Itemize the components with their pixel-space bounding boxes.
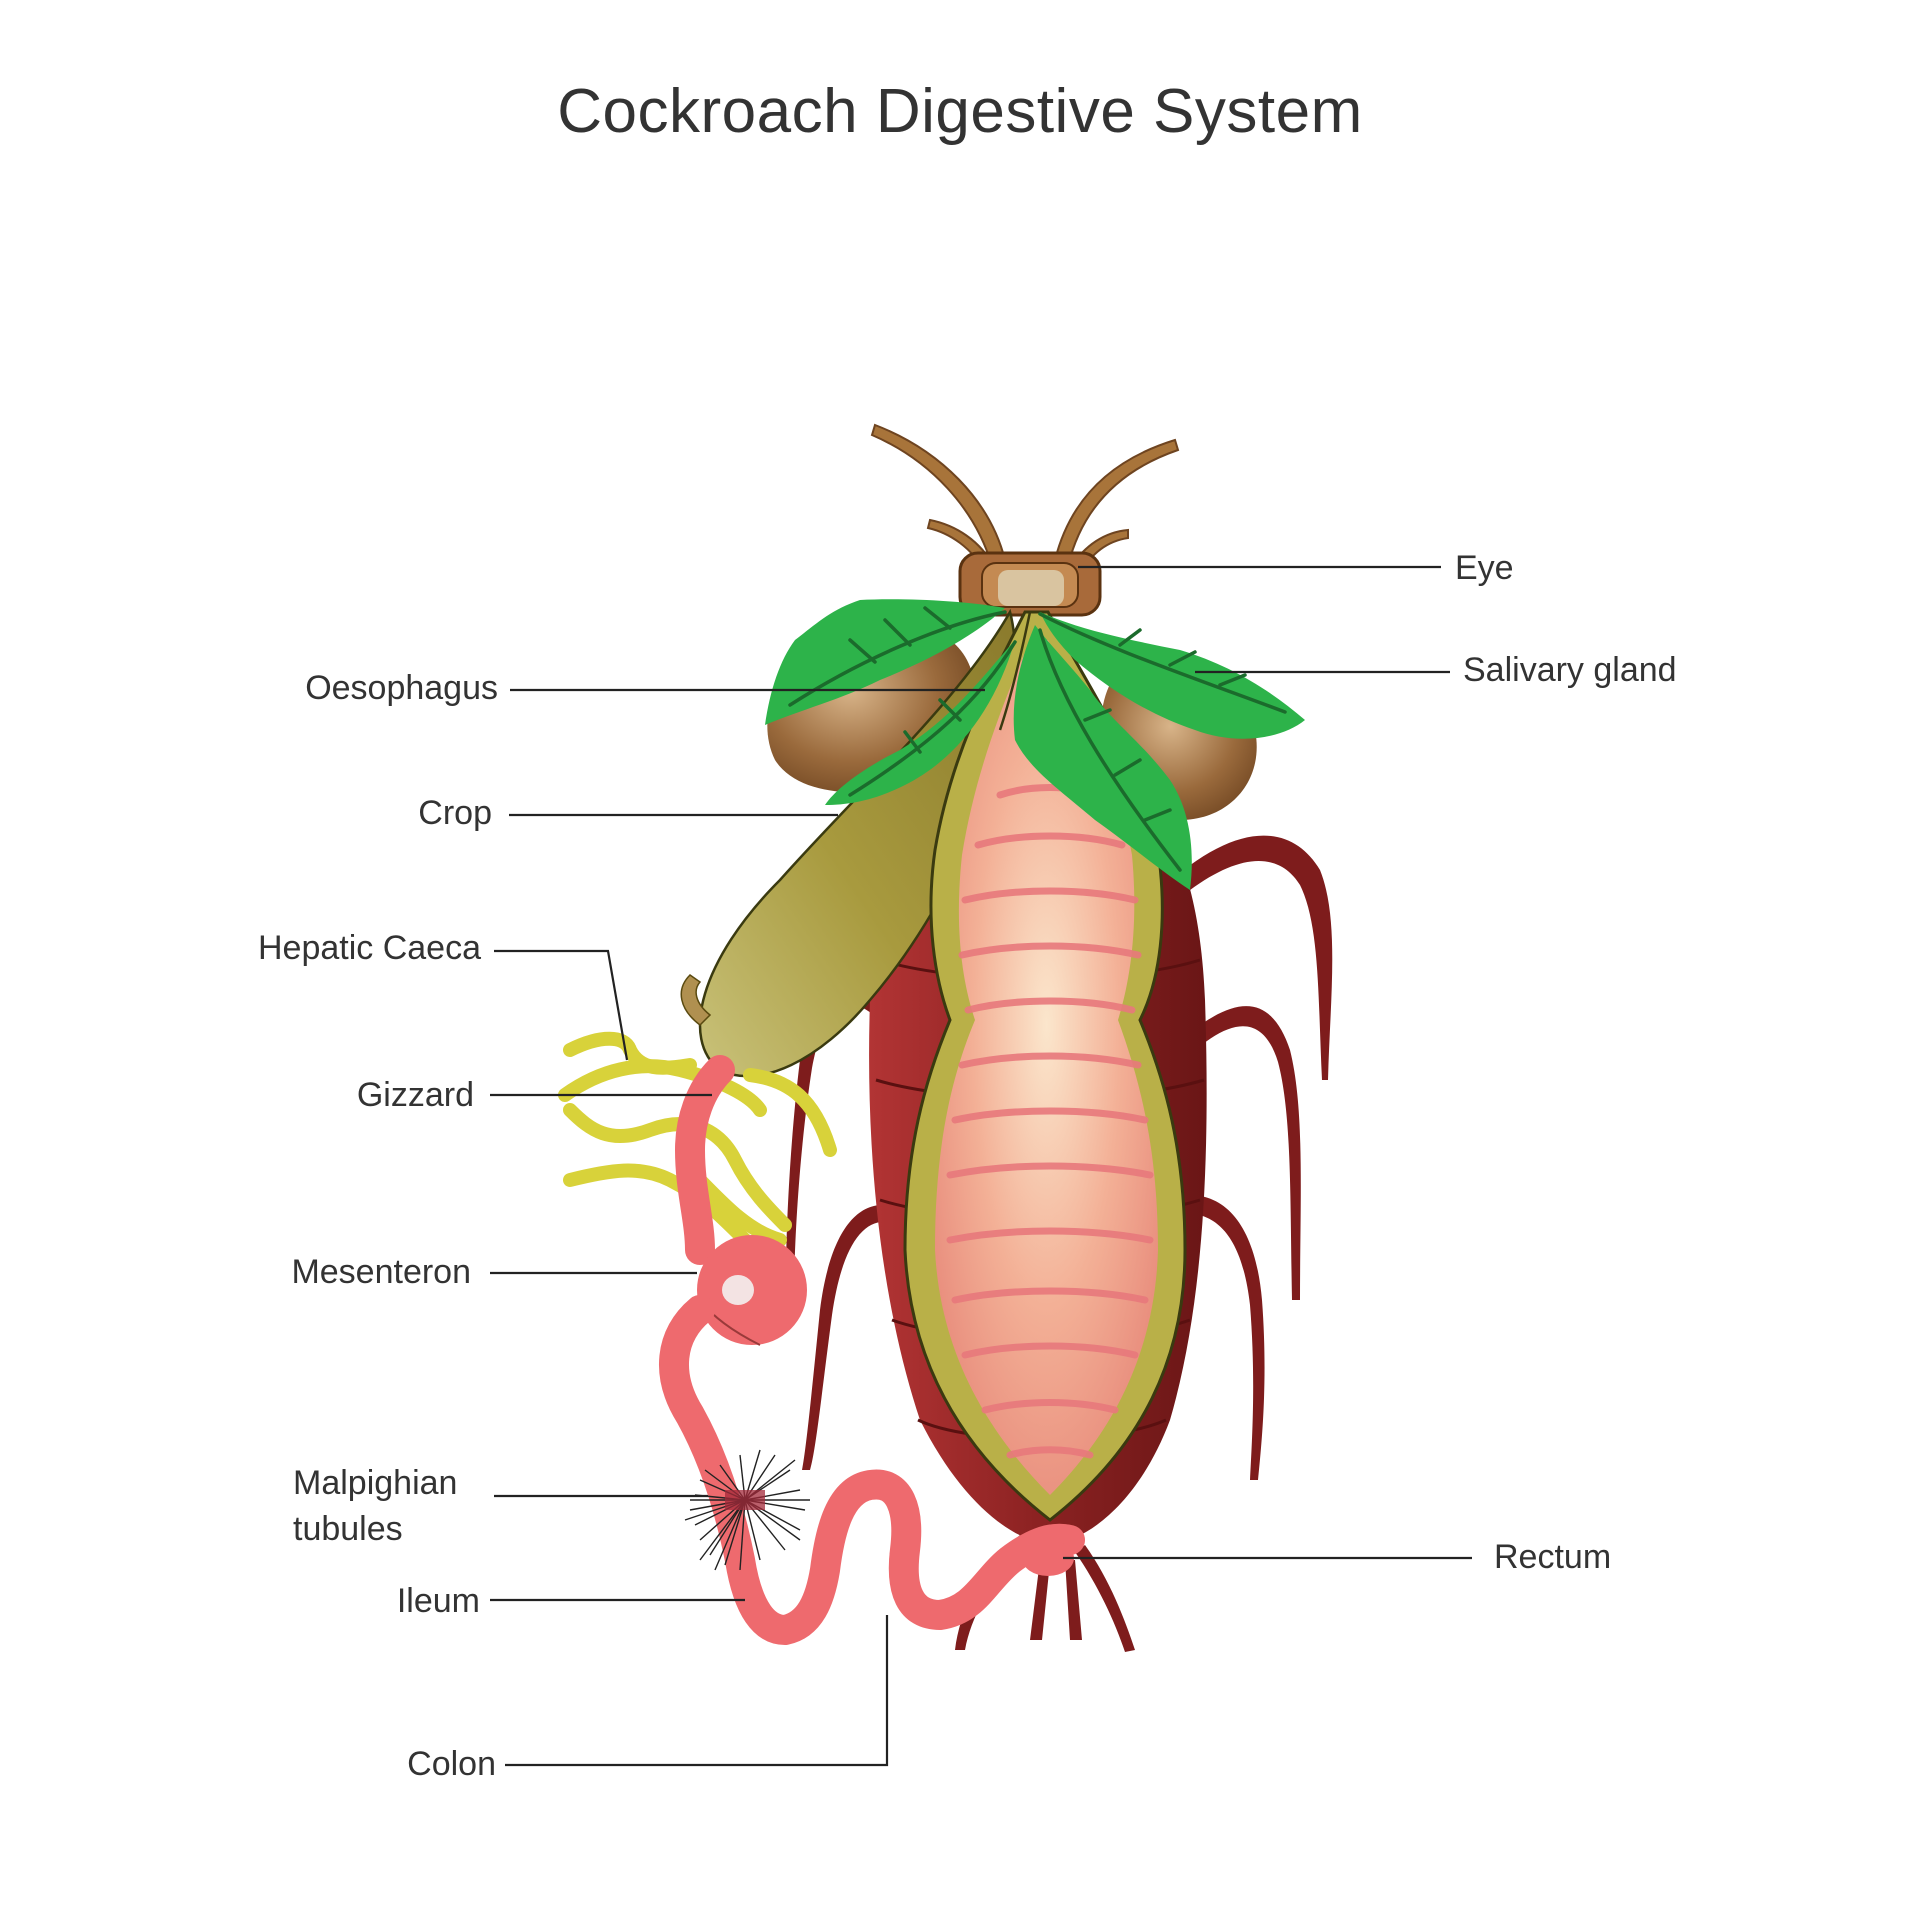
label-gizzard: Gizzard [357,1076,474,1114]
page-title: Cockroach Digestive System [557,77,1363,146]
label-mesenteron: Mesenteron [291,1253,471,1291]
head [958,551,1102,617]
antenna-right [1053,438,1180,568]
leg-left-2 [802,1204,905,1470]
label-oesophagus: Oesophagus [305,669,498,707]
leader-lines [490,565,1472,1767]
label-ileum: Ileum [397,1582,480,1620]
salivary-leaf-left-upper [765,599,1005,725]
antenna-left [870,423,1007,568]
ileum-tube [659,1295,1085,1645]
gut-ridges [946,784,1154,1459]
label-salivary-gland: Salivary gland [1463,651,1677,689]
gizzard-tube [674,1055,735,1265]
label-rectum: Rectum [1494,1538,1611,1576]
leader-colon [505,1615,889,1767]
label-malpighian-line2: tubules [293,1510,403,1548]
rectum-bulb [1022,1540,1074,1576]
malpighian-band [725,1490,765,1510]
crop-stalk [680,974,712,1026]
salivary-leaf-left-lower [825,640,1015,805]
leg-right-3 [1160,1194,1265,1480]
leader-hepatic-caeca [494,949,629,1061]
label-crop: Crop [418,794,492,832]
label-eye: Eye [1455,549,1514,587]
salivary-veins [788,606,1287,872]
mesenteron-highlight [722,1275,754,1305]
labels: Eye Salivary gland Oesophagus Crop Hepat… [258,549,1677,1783]
salivary-gland [765,599,1305,890]
gut-inner-lining [935,640,1158,1495]
label-malpighian-line1: Malpighian [293,1464,457,1502]
intestine [659,1055,1085,1645]
label-hepatic-caeca: Hepatic Caeca [258,929,481,967]
oesophagus-line [998,611,1032,731]
label-colon: Colon [407,1745,496,1783]
